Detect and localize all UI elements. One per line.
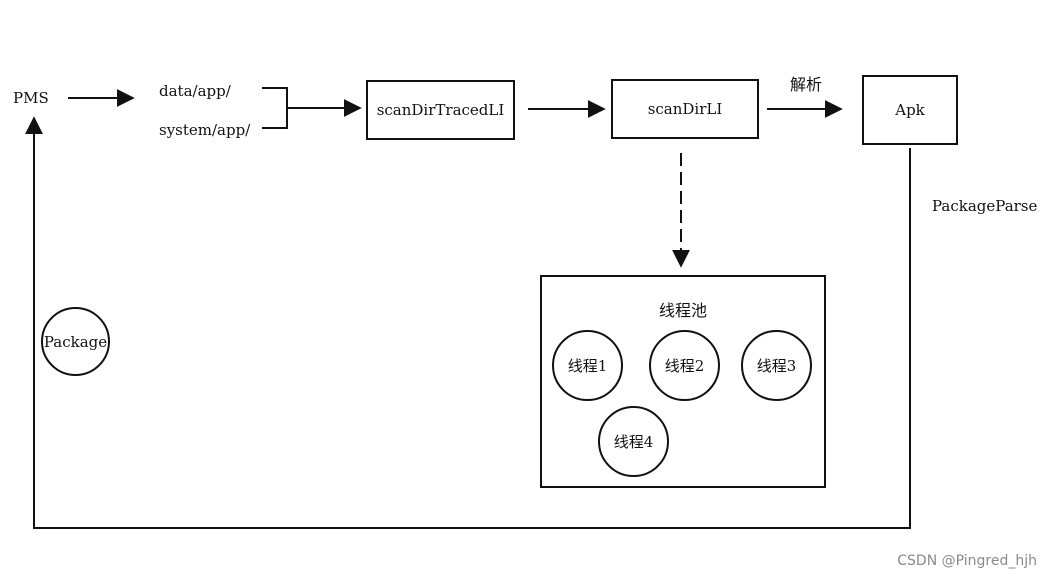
thread-node-3: 线程3 <box>741 330 812 401</box>
scan-dir-box: scanDirLI <box>611 79 759 139</box>
thread-pool-box: 线程池 线程1 线程2 线程3 线程4 <box>540 275 826 488</box>
return-line <box>25 116 911 529</box>
apk-box: Apk <box>862 75 958 145</box>
scan-dir-label: scanDirLI <box>647 100 723 118</box>
paths-bracket <box>262 87 288 129</box>
thread-node-1: 线程1 <box>552 330 623 401</box>
thread-label-3: 线程3 <box>756 357 797 375</box>
thread-label-2: 线程2 <box>664 357 705 375</box>
thread-node-4: 线程4 <box>598 406 669 477</box>
package-parse-label: PackageParse <box>932 197 1038 215</box>
system-app-label: system/app/ <box>159 121 251 139</box>
thread-node-2: 线程2 <box>649 330 720 401</box>
thread-label-1: 线程1 <box>567 357 608 375</box>
thread-label-4: 线程4 <box>613 433 654 451</box>
package-node: Package <box>41 307 110 376</box>
data-app-label: data/app/ <box>159 82 231 100</box>
watermark: CSDN @Pingred_hjh <box>897 553 1037 569</box>
thread-pool-title: 线程池 <box>658 301 707 320</box>
parse-label: 解析 <box>790 75 823 94</box>
scan-dir-traced-label: scanDirTracedLI <box>376 101 505 119</box>
pms-label: PMS <box>13 89 49 107</box>
scan-dir-traced-box: scanDirTracedLI <box>366 80 515 140</box>
apk-label: Apk <box>895 101 925 119</box>
package-label: Package <box>43 332 108 351</box>
